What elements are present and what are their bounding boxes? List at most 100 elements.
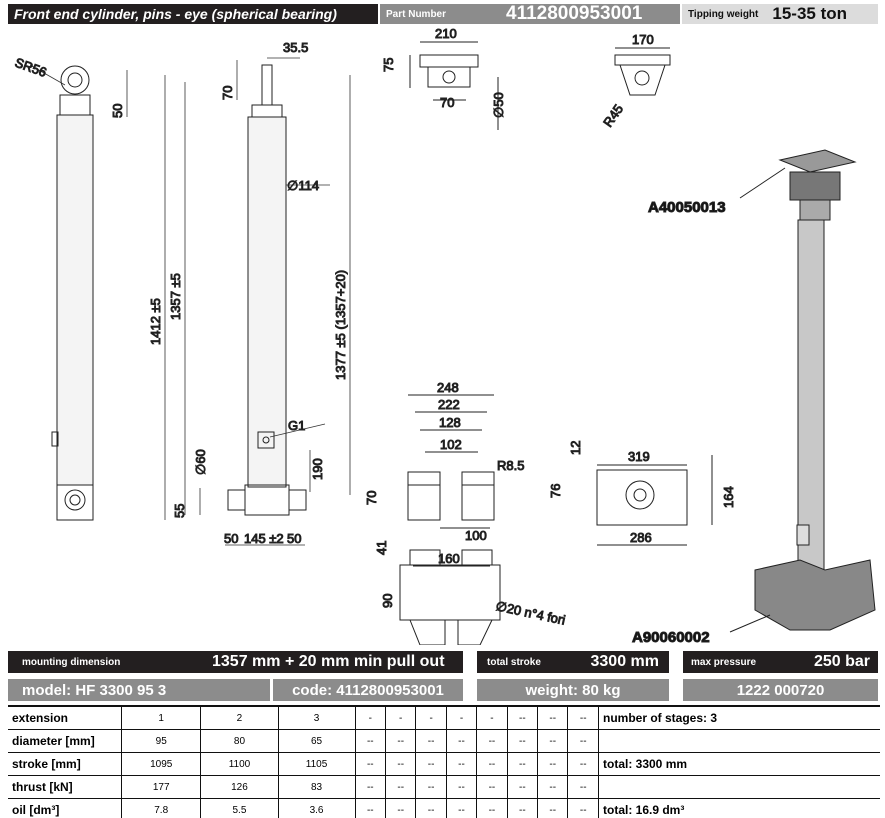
table-cell: -- (537, 775, 568, 799)
part-number-label: Part Number (386, 8, 447, 20)
table-cell: -- (567, 798, 599, 818)
product-title: Front end cylinder, pins - eye (spherica… (8, 4, 378, 24)
table-cell: -- (476, 752, 508, 776)
tipping-weight-value: 15-35 ton (772, 4, 848, 23)
table-cell: 1100 (200, 752, 278, 776)
bracket-end-view (596, 455, 713, 546)
total-stroke-value: 3300 mm (590, 653, 660, 670)
table-cell: - (354, 705, 386, 730)
mounting-label: mounting dimension (22, 656, 121, 668)
dim-1357: 1357 ±5 (168, 273, 183, 320)
tipping-weight-box: Tipping weight 15-35 ton (682, 4, 878, 24)
tipping-weight-label: Tipping weight (688, 8, 759, 20)
table-cell: 1 (120, 705, 201, 730)
table-cell: -- (537, 705, 568, 730)
table-cell: -- (537, 798, 568, 818)
dim-76: 76 (548, 484, 563, 498)
base-plate-view (399, 394, 501, 645)
table-cell: 126 (200, 775, 278, 799)
dim-g1: G1 (288, 418, 305, 433)
model-box: model: HF 3300 95 3 (8, 679, 270, 701)
row-note (598, 729, 880, 753)
dim-50-left: 50 (224, 531, 238, 546)
table-cell: -- (567, 705, 599, 730)
part-label-top: A40050013 (648, 199, 726, 216)
max-pressure-value: 250 bar (813, 653, 870, 670)
dim-100: 100 (465, 528, 487, 543)
table-cell: -- (537, 729, 568, 753)
dim-35-5: 35.5 (283, 40, 308, 55)
dim-r8-5: R8.5 (497, 458, 524, 473)
technical-drawing: SR56 50 35.5 70 ∅114 1412 ±5 1357 ±5 137… (12, 26, 876, 645)
dim-r45: R45 (600, 102, 626, 130)
dim-55: 55 (172, 504, 187, 518)
bracket-top-view (409, 41, 499, 130)
dim-160: 160 (438, 551, 460, 566)
table-cell: - (476, 705, 508, 730)
dim-222: 222 (438, 397, 460, 412)
dim-70-plate: 70 (364, 491, 379, 505)
table-cell: - (415, 705, 447, 730)
dim-eye-50: 50 (110, 104, 125, 118)
total-stroke-label: total stroke (487, 656, 541, 668)
dim-170: 170 (632, 32, 654, 47)
weight-box: weight: 80 kg (477, 679, 669, 701)
row-note (598, 775, 880, 799)
table-cell: 1095 (120, 752, 201, 776)
dim-70: 70 (220, 86, 235, 100)
table-cell: -- (476, 729, 508, 753)
bracket-side-view (614, 47, 671, 96)
row-label: oil [dm³] (8, 798, 122, 818)
dim-75: 75 (381, 58, 396, 72)
table-cell: 65 (277, 729, 356, 753)
table-cell: 95 (120, 729, 201, 753)
table-cell: -- (415, 729, 447, 753)
mounting-dimension-box: mounting dimension 1357 mm + 20 mm min p… (8, 651, 463, 673)
dim-12: 12 (568, 441, 583, 455)
total-stroke-box: total stroke 3300 mm (477, 651, 669, 673)
table-cell: -- (354, 752, 386, 776)
dim-70-bracket: 70 (440, 95, 454, 110)
table-cell: -- (354, 798, 386, 818)
dim-phi60: ∅60 (193, 449, 208, 475)
dim-41: 41 (374, 541, 389, 555)
table-cell: - (384, 705, 416, 730)
table-cell: 1105 (277, 752, 356, 776)
table-cell: 3.6 (277, 798, 356, 818)
table-cell: -- (354, 775, 386, 799)
table-cell: -- (506, 705, 538, 730)
table-cell: -- (506, 729, 538, 753)
max-pressure-box: max pressure 250 bar (683, 651, 878, 673)
dim-248: 248 (437, 380, 459, 395)
row-note: total: 16.9 dm³ (598, 798, 880, 818)
dim-phi50: ∅50 (491, 92, 506, 118)
max-pressure-label: max pressure (691, 656, 757, 668)
table-cell: -- (384, 729, 416, 753)
cylinder-side-view (51, 65, 94, 521)
cylinder-front-view (227, 64, 307, 516)
table-cell: 177 (120, 775, 201, 799)
table-cell: -- (384, 775, 416, 799)
dim-1412: 1412 ±5 (148, 298, 163, 345)
table-cell: -- (506, 752, 538, 776)
dim-1377: 1377 ±5 (1357+20) (333, 270, 348, 380)
table-cell: 80 (200, 729, 278, 753)
table-cell: -- (415, 798, 447, 818)
table-cell: -- (476, 798, 508, 818)
dim-145: 145 ±2 (244, 531, 284, 546)
dim-210: 210 (435, 26, 457, 41)
dim-286: 286 (630, 530, 652, 545)
table-cell: -- (567, 729, 599, 753)
dim-sr56: SR56 (13, 55, 49, 80)
row-label: thrust [kN] (8, 775, 122, 799)
table-cell: 2 (200, 705, 278, 730)
dim-102: 102 (440, 437, 462, 452)
part-number-value: 4112800953001 (506, 3, 643, 24)
row-note: total: 3300 mm (598, 752, 880, 776)
mounting-value: 1357 mm + 20 mm min pull out (212, 653, 445, 670)
table-cell: - (445, 705, 477, 730)
